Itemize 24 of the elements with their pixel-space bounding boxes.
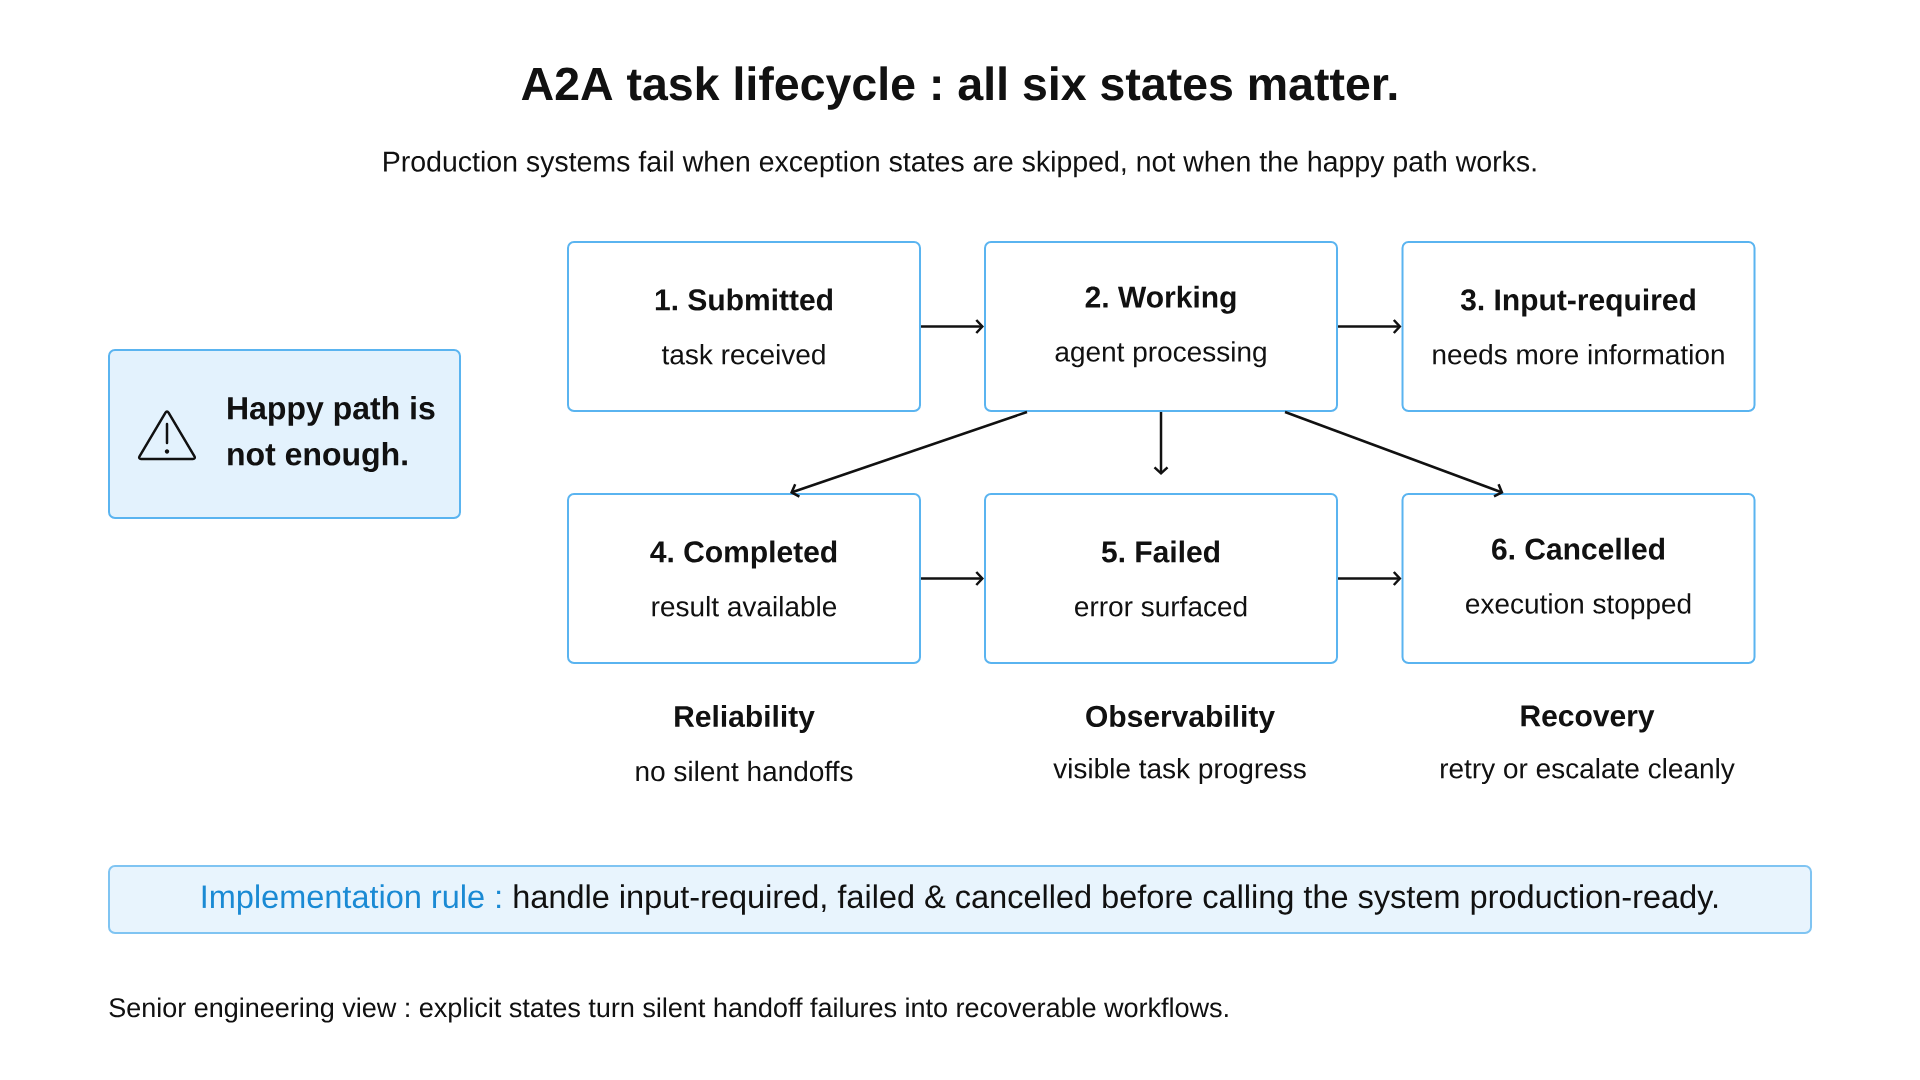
footnote: Senior engineering view : explicit states turn silent handoff failures into recoverable workflows. xyxy=(109,997,1228,1023)
state-box: 3. Input-required needs more information xyxy=(1401,241,1756,412)
rule-banner: Implementation rule : handle input-required, failed & cancelled before calling the system production-ready. xyxy=(108,865,1812,934)
state-box: 2. Working agent processing xyxy=(984,241,1338,412)
title: A2A task lifecycle : all six states matter. xyxy=(521,66,1397,110)
pillar-heading: Observability xyxy=(1086,705,1275,733)
arrow xyxy=(1153,412,1169,475)
arrow xyxy=(921,319,984,334)
state-box: 6. Cancelled execution stopped xyxy=(1401,493,1756,664)
pillar-text: visible task progress xyxy=(1053,757,1306,785)
arrow xyxy=(1338,571,1402,586)
pillar-text: no silent handoffs xyxy=(636,760,853,782)
pillar-heading: Reliability xyxy=(675,705,815,733)
arrow xyxy=(1338,319,1402,334)
callout-box: Happy path is not enough. xyxy=(108,349,461,519)
state-box: 5. Failed error surfaced xyxy=(984,493,1338,664)
arrow xyxy=(921,571,984,586)
subtitle: Production systems fail when exception states are skipped, not when the happy path works. xyxy=(384,150,1536,178)
state-box: 4. Completed result available xyxy=(567,493,921,664)
pillar-text: retry or escalate cleanly xyxy=(1441,757,1735,785)
pillar-heading: Recovery xyxy=(1521,705,1655,733)
state-box: 1. Submitted task received xyxy=(567,241,921,412)
arrow xyxy=(790,410,1028,498)
arrow xyxy=(1284,410,1504,498)
